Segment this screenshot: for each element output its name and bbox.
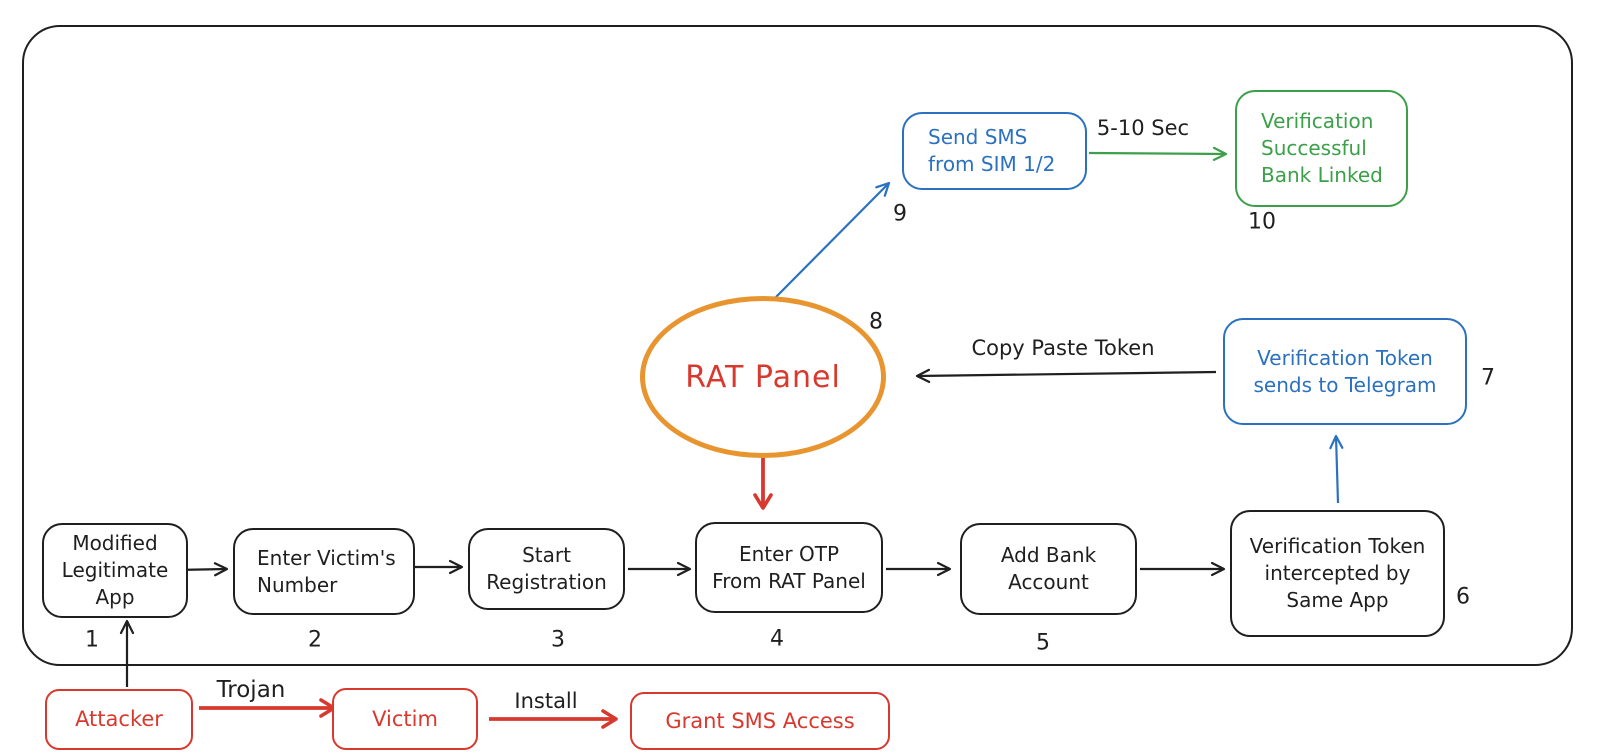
node-add-bank-account-label: Add Bank Account	[1000, 543, 1097, 594]
node-enter-victims-number: Enter Victim's Number	[233, 528, 415, 615]
step-number-2: 2	[308, 627, 322, 653]
node-token-intercepted: Verification Token intercepted by Same A…	[1230, 510, 1445, 637]
node-start-registration: Start Registration	[468, 528, 625, 610]
node-token-telegram-label: Verification Token sends to Telegram	[1253, 345, 1437, 397]
node-add-bank-account: Add Bank Account	[960, 523, 1137, 615]
node-verification-successful: Verification Successful Bank Linked	[1235, 90, 1408, 207]
node-modified-legitimate-app-label: Modified Legitimate App	[61, 531, 169, 609]
node-send-sms-label: Send SMS from SIM 1/2	[928, 125, 1056, 176]
node-token-telegram: Verification Token sends to Telegram	[1223, 318, 1467, 425]
node-victim: Victim	[332, 688, 478, 750]
edge-label-5-10-sec: 5-10 Sec	[1096, 116, 1190, 140]
step-number-3: 3	[551, 627, 565, 653]
node-enter-victims-number-label: Enter Victim's Number	[257, 545, 396, 597]
node-rat-panel-label: RAT Panel	[685, 359, 841, 395]
node-grant-sms-access: Grant SMS Access	[630, 692, 890, 750]
node-attacker-label: Attacker	[75, 707, 163, 732]
node-verification-successful-label: Verification Successful Bank Linked	[1261, 109, 1383, 187]
edge-label-trojan: Trojan	[216, 677, 286, 703]
node-token-intercepted-label: Verification Token intercepted by Same A…	[1249, 534, 1426, 612]
step-number-9: 9	[893, 201, 907, 227]
step-number-4: 4	[770, 626, 784, 652]
node-grant-sms-access-label: Grant SMS Access	[665, 708, 855, 733]
edge-label-install: Install	[514, 689, 578, 713]
step-number-7: 7	[1481, 365, 1495, 391]
step-number-8: 8	[869, 309, 883, 335]
step-number-1: 1	[85, 627, 99, 653]
node-enter-otp: Enter OTP From RAT Panel	[695, 522, 883, 613]
edge-label-copy-paste-token: Copy Paste Token	[971, 336, 1155, 360]
node-rat-panel: RAT Panel	[640, 296, 886, 458]
node-modified-legitimate-app: Modified Legitimate App	[42, 523, 188, 618]
outer-boundary-frame	[22, 25, 1573, 666]
node-enter-otp-label: Enter OTP From RAT Panel	[712, 541, 866, 593]
node-send-sms: Send SMS from SIM 1/2	[902, 112, 1087, 190]
node-attacker: Attacker	[45, 689, 193, 750]
step-number-6: 6	[1456, 584, 1470, 610]
node-victim-label: Victim	[372, 706, 438, 731]
node-start-registration-label: Start Registration	[486, 543, 607, 594]
step-number-5: 5	[1036, 630, 1050, 656]
step-number-10: 10	[1248, 209, 1276, 235]
